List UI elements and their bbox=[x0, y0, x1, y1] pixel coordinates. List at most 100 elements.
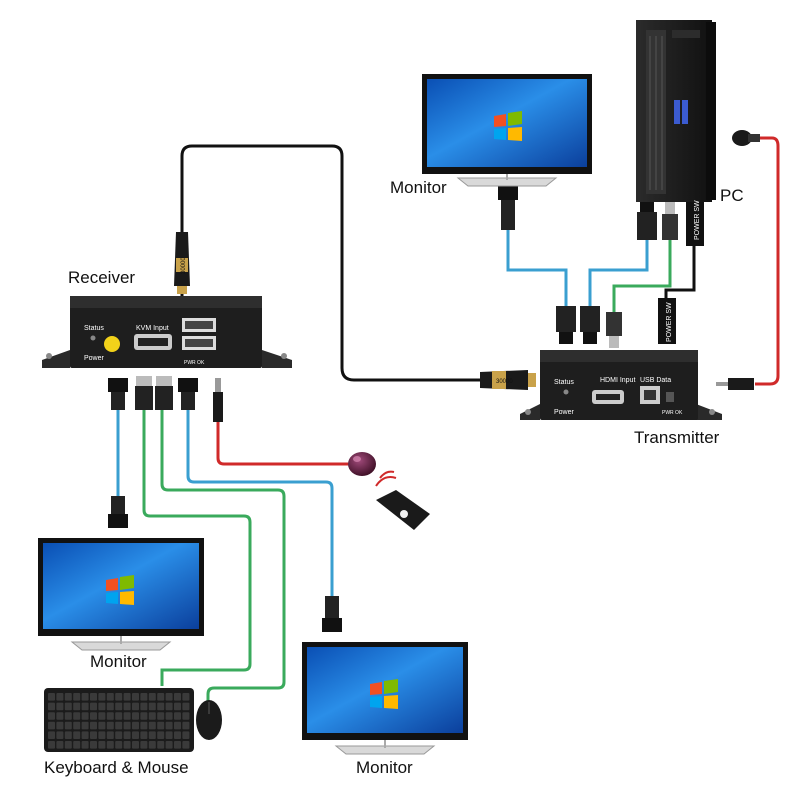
keyboard-key bbox=[165, 721, 173, 730]
power-sw-plug bbox=[658, 298, 676, 344]
keyboard-key bbox=[48, 693, 55, 701]
usb-cable-pc bbox=[612, 240, 672, 312]
keyboard-key bbox=[140, 712, 148, 720]
keyboard-key bbox=[98, 702, 106, 711]
keyboard-key bbox=[73, 693, 81, 701]
ir-extender-head bbox=[732, 130, 760, 146]
keyboard-key bbox=[64, 693, 72, 701]
keyboard-key bbox=[115, 693, 123, 701]
windows-logo-icon bbox=[106, 575, 134, 605]
keyboard-key bbox=[182, 702, 190, 711]
keyboard-key bbox=[64, 721, 72, 730]
keyboard-key bbox=[48, 721, 55, 730]
keyboard-key bbox=[115, 731, 123, 739]
hdmi-plug-icon bbox=[556, 306, 576, 344]
keyboard-key bbox=[174, 731, 181, 739]
usb-plug-icon bbox=[135, 376, 153, 410]
keyboard-key bbox=[106, 731, 114, 739]
keyboard-key bbox=[81, 693, 89, 701]
transmitter-device bbox=[520, 350, 722, 420]
keyboard-key bbox=[157, 731, 165, 739]
transmitter-label: Transmitter bbox=[634, 428, 720, 447]
keyboard-key bbox=[157, 721, 165, 730]
keyboard-key bbox=[174, 712, 181, 720]
pc-tower-icon bbox=[636, 20, 716, 202]
receiver-label: Receiver bbox=[68, 268, 136, 287]
receiver-kvm-input-label: KVM Input bbox=[136, 325, 169, 332]
keyboard-key bbox=[132, 741, 139, 749]
keyboard-key bbox=[148, 721, 156, 730]
keyboard-key bbox=[148, 693, 156, 701]
keyboard-key bbox=[140, 702, 148, 711]
remote-control-icon bbox=[375, 470, 430, 530]
hdmi-plug-icon bbox=[108, 496, 128, 528]
keyboard-key bbox=[123, 693, 131, 701]
keyboard-key bbox=[148, 702, 156, 711]
keyboard-key bbox=[132, 712, 139, 720]
keyboard-key bbox=[115, 741, 123, 749]
ir-receiver-icon bbox=[348, 452, 376, 476]
keyboard-key bbox=[106, 702, 114, 711]
ir-receiver-cable bbox=[216, 422, 350, 466]
keyboard-key bbox=[182, 693, 190, 701]
keyboard-key bbox=[115, 721, 123, 730]
usb-plug-icon bbox=[155, 376, 173, 410]
hdmi-cable-top-monitor bbox=[506, 230, 568, 310]
keyboard-key bbox=[148, 741, 156, 749]
power-sw-cable bbox=[664, 240, 696, 302]
hdmi-cable-bottom-monitor bbox=[186, 408, 334, 596]
keyboard-key bbox=[174, 702, 181, 711]
keyboard-key bbox=[140, 741, 148, 749]
transmitter-pwr-ok-label: PWR OK bbox=[662, 410, 683, 416]
keyboard-key bbox=[64, 702, 72, 711]
keyboard-key bbox=[98, 712, 106, 720]
keyboard-key bbox=[56, 741, 64, 749]
keyboard-key bbox=[73, 741, 81, 749]
keyboard-key bbox=[81, 741, 89, 749]
fiber-tag-tx: 30000 bbox=[496, 379, 513, 385]
receiver-device bbox=[42, 296, 292, 368]
keyboard-key bbox=[73, 712, 81, 720]
keyboard-key bbox=[165, 702, 173, 711]
keyboard-key bbox=[140, 721, 148, 730]
keyboard-key bbox=[90, 721, 97, 730]
transmitter-usb-data-label: USB Data bbox=[640, 377, 671, 384]
keyboard-key bbox=[123, 702, 131, 711]
keyboard-key bbox=[132, 693, 139, 701]
keyboard-key bbox=[115, 712, 123, 720]
keyboard-key bbox=[157, 741, 165, 749]
power-sw-plug bbox=[686, 196, 704, 246]
monitor-left-label: Monitor bbox=[90, 652, 147, 671]
keyboard-key bbox=[157, 702, 165, 711]
keyboard-key bbox=[115, 702, 123, 711]
keyboard-key bbox=[48, 731, 55, 739]
hdmi-plug-icon bbox=[580, 306, 600, 344]
audio-jack-icon bbox=[716, 378, 754, 390]
keyboard-key bbox=[73, 702, 81, 711]
keyboard-key bbox=[123, 741, 131, 749]
fiber-cable bbox=[180, 144, 480, 382]
keyboard-key bbox=[81, 702, 89, 711]
monitor-icon bbox=[422, 74, 592, 187]
transmitter-power-label: Power bbox=[554, 409, 575, 416]
mouse-icon bbox=[196, 700, 222, 740]
keyboard-key bbox=[140, 731, 148, 739]
windows-logo-icon bbox=[494, 111, 522, 141]
keyboard-key bbox=[132, 731, 139, 739]
usb-cable-mouse bbox=[160, 408, 286, 704]
keyboard-key bbox=[182, 721, 190, 730]
keyboard-key bbox=[64, 712, 72, 720]
keyboard-key bbox=[157, 712, 165, 720]
keyboard-key bbox=[106, 721, 114, 730]
keyboard-key bbox=[56, 721, 64, 730]
keyboard-key bbox=[90, 712, 97, 720]
keyboard-icon bbox=[44, 688, 194, 752]
keyboard-key bbox=[123, 721, 131, 730]
keyboard-key bbox=[98, 731, 106, 739]
keyboard-key bbox=[123, 712, 131, 720]
keyboard-key bbox=[56, 712, 64, 720]
keyboard-key bbox=[56, 702, 64, 711]
pc-label: PC bbox=[720, 186, 744, 205]
keyboard-key bbox=[174, 693, 181, 701]
keyboard-key bbox=[165, 741, 173, 749]
